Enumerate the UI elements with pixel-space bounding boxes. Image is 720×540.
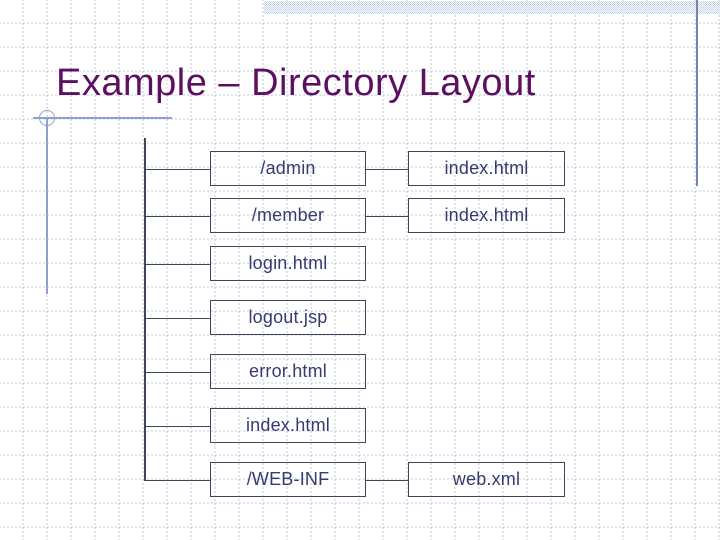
directory-node-label: logout.jsp (248, 307, 328, 327)
directory-node-label: /WEB-INF (246, 469, 330, 489)
node-child-connector-line (366, 215, 408, 217)
file-node: web.xml (408, 462, 565, 497)
tree-branch-line (144, 263, 210, 265)
top-checker-band (264, 1, 720, 14)
directory-node-label: login.html (248, 253, 328, 273)
directory-node: /WEB-INF (210, 462, 366, 497)
directory-node: /member (210, 198, 366, 233)
file-node-label: index.html (444, 205, 529, 225)
file-node-label: index.html (444, 158, 529, 178)
file-node: index.html (408, 198, 565, 233)
directory-node-label: /member (251, 205, 325, 225)
title-underline (33, 117, 172, 119)
ornament-circle-icon (39, 110, 55, 126)
directory-node: index.html (210, 408, 366, 443)
tree-branch-line (144, 168, 210, 170)
directory-node: login.html (210, 246, 366, 281)
directory-node: logout.jsp (210, 300, 366, 335)
directory-node: /admin (210, 151, 366, 186)
directory-node-label: error.html (248, 361, 328, 381)
file-node: index.html (408, 151, 565, 186)
tree-branch-line (144, 479, 210, 481)
tree-branch-line (144, 425, 210, 427)
page-title: Example – Directory Layout (56, 62, 536, 104)
directory-node-label: index.html (245, 415, 331, 435)
directory-node: error.html (210, 354, 366, 389)
node-child-connector-line (366, 479, 408, 481)
tree-branch-line (144, 371, 210, 373)
directory-node-label: /admin (260, 158, 316, 178)
ornament-vertical-line (46, 119, 48, 294)
tree-branch-line (144, 215, 210, 217)
right-accent-line (696, 0, 698, 186)
tree-trunk-line (144, 138, 146, 481)
file-node-label: web.xml (452, 469, 521, 489)
tree-branch-line (144, 317, 210, 319)
node-child-connector-line (366, 168, 408, 170)
